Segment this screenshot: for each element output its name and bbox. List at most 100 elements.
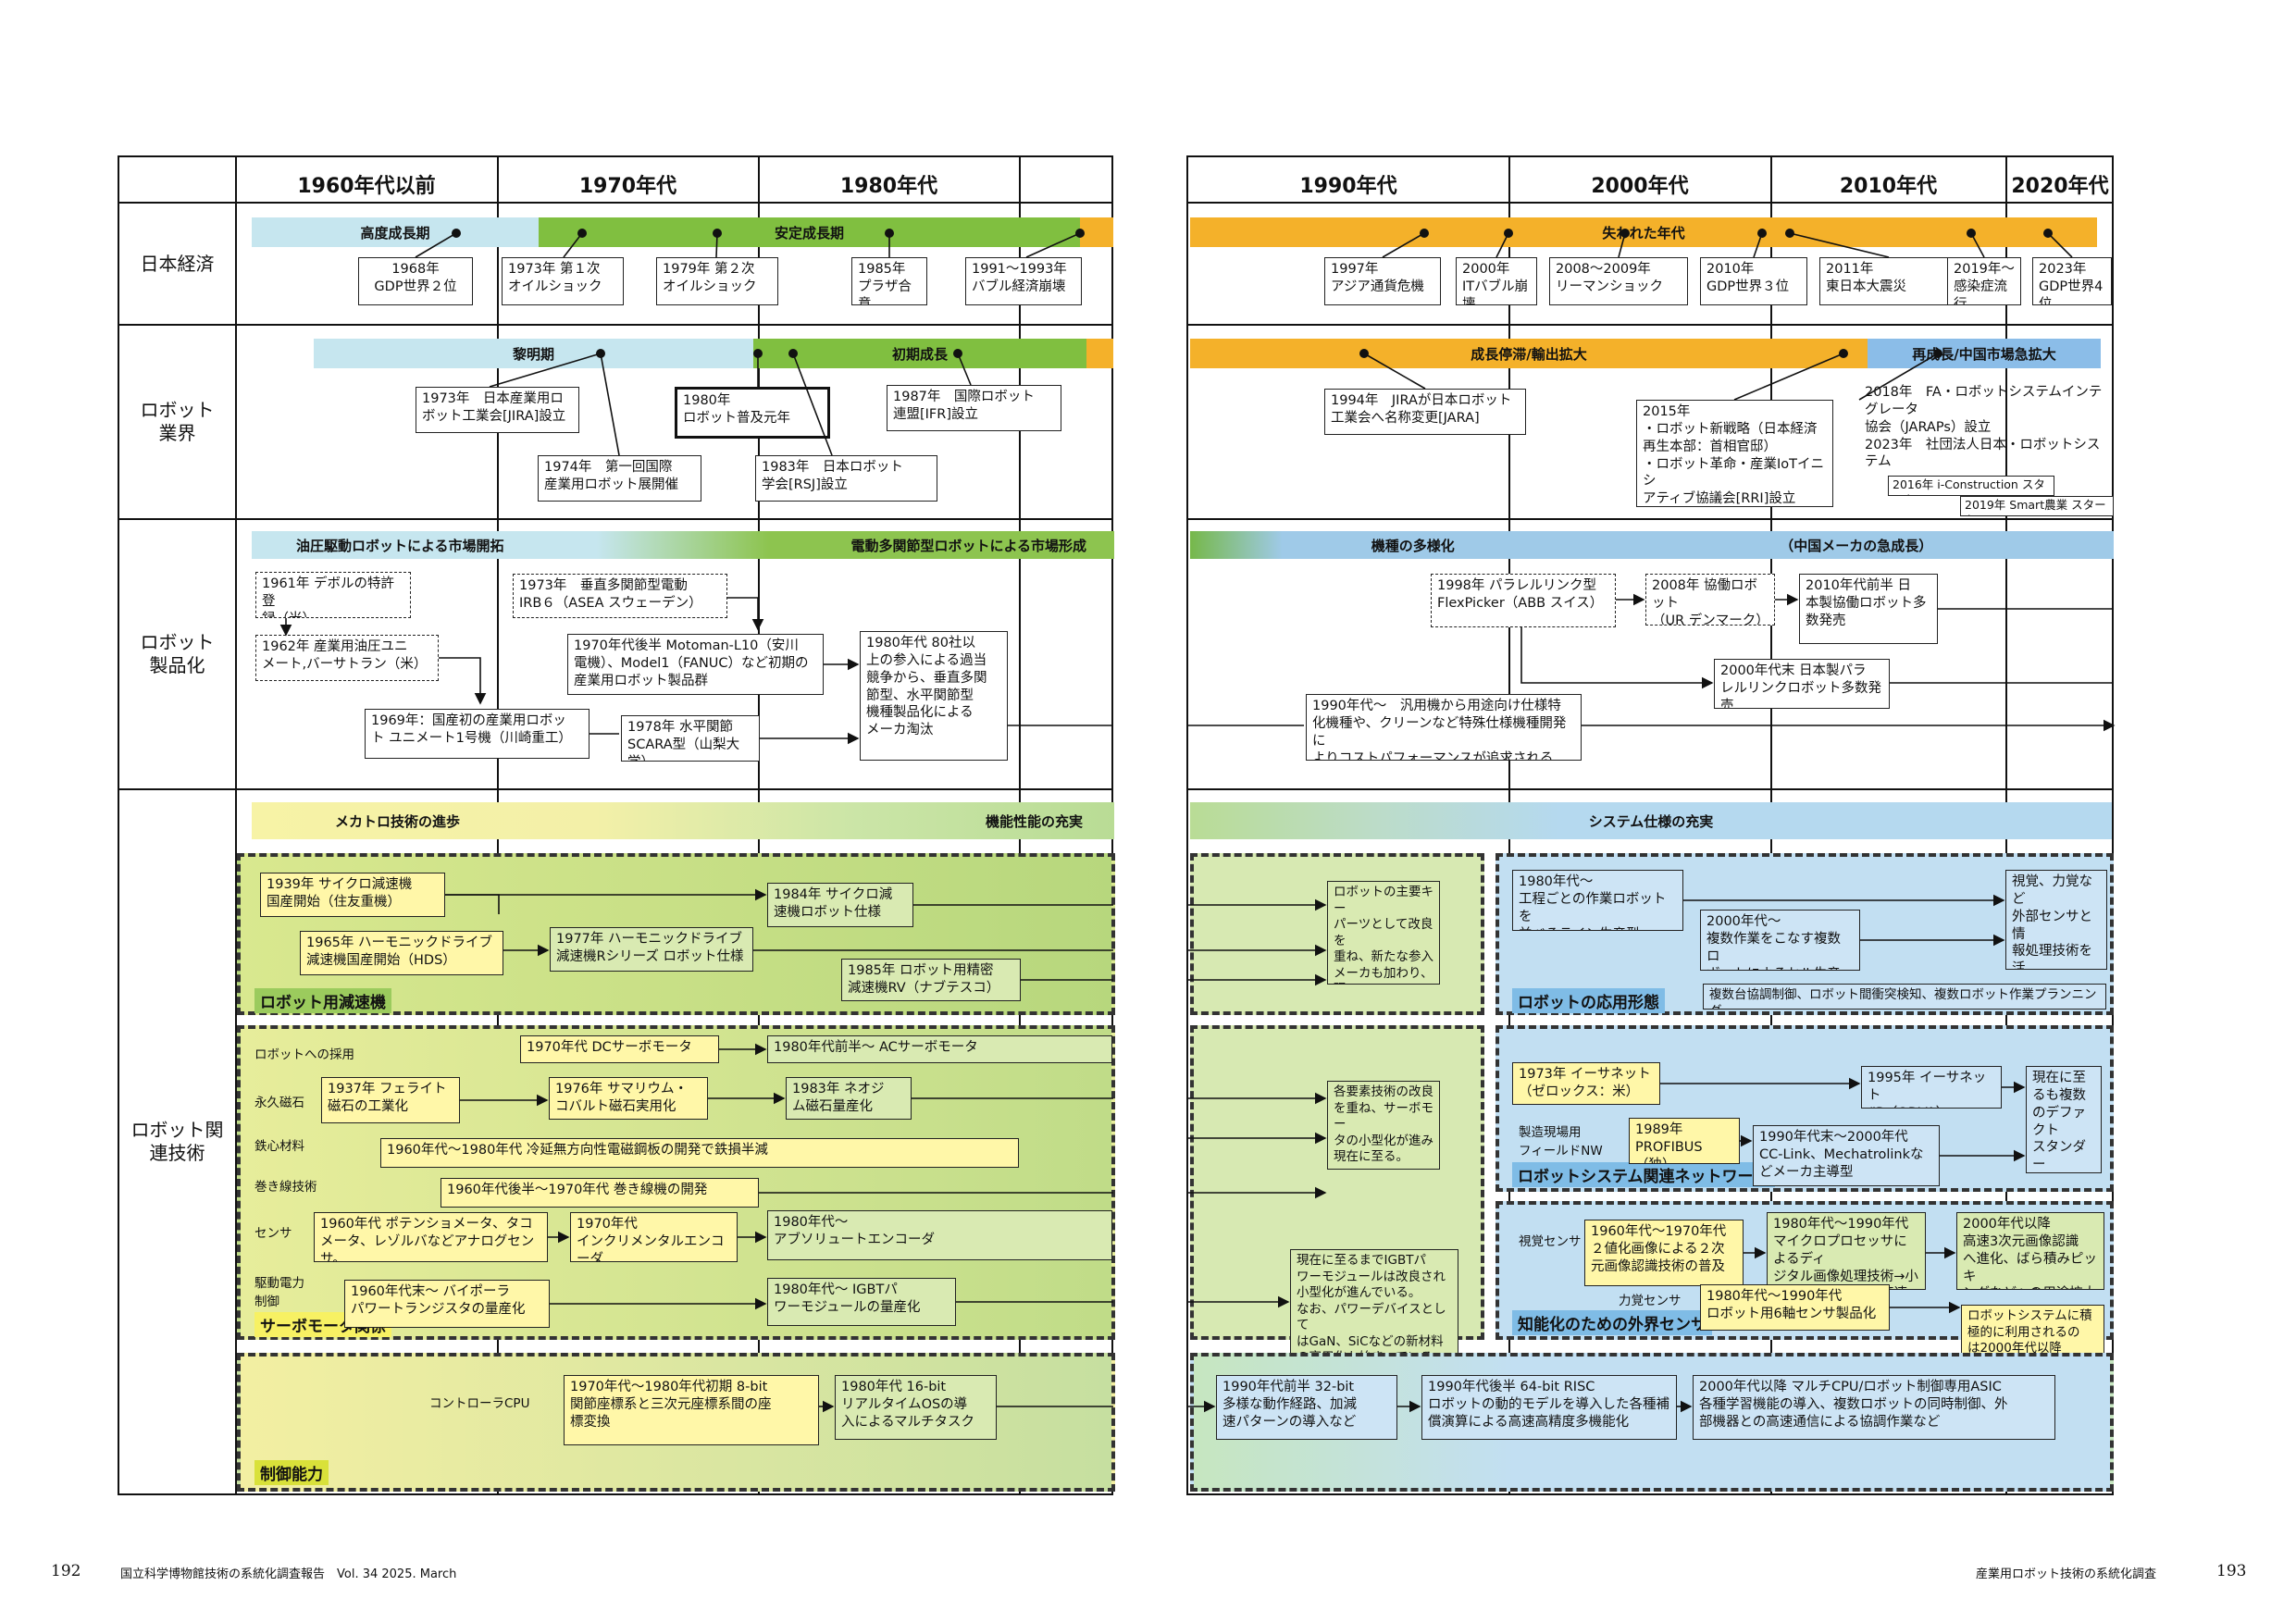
- network-box: 1973年 イーサネット （ゼロックス：米）: [1512, 1062, 1660, 1105]
- servo-box: 1970年代 インクリメンタルエンコーダ: [570, 1212, 738, 1262]
- sensor-box: 1960年代～1970年代 ２値化画像による２次 元画像認識技術の普及: [1584, 1220, 1744, 1286]
- application-box: 2000年代～ 複数作業をこなす複数ロ ボットによるセル生産型: [1700, 910, 1860, 971]
- header-1960s: 1960年代以前: [297, 175, 436, 198]
- reducer-box: 1977年 ハーモニックドライブ 減速機Rシリーズ ロボット仕様: [550, 927, 753, 972]
- right-page-frame: 1990年代 2000年代 2010年代 2020年代 失われた年代 1997年…: [1186, 155, 2116, 1495]
- grid-line: [119, 324, 1111, 326]
- section-title-application: ロボットの応用形態: [1512, 988, 1665, 1013]
- control-label: コントローラCPU: [429, 1396, 530, 1411]
- section-title-reducer: ロボット用減速機: [254, 988, 391, 1013]
- network-label: 製造現場用 フィールドNW: [1519, 1125, 1603, 1158]
- sensor-label: 力覚センサ: [1619, 1294, 1682, 1308]
- reducer-box: 1984年 サイクロ減 速機ロボット仕様: [767, 883, 913, 927]
- product-box: 1970年代後半 Motoman-L10（安川 電機）、Model1（FANUC…: [567, 634, 824, 695]
- period-bar-stagnation: [1086, 339, 1113, 368]
- bar-label: （中国メーカの急成長）: [1780, 537, 1933, 554]
- period-bar-regrowth: 再成長/中国市場急拡大: [1868, 339, 2101, 368]
- header-1980s: 1980年代: [839, 175, 938, 198]
- left-page-frame: 1960年代以前 1970年代 1980年代 日本経済 ロボット 業界 ロボット…: [118, 155, 1115, 1495]
- period-bar-dawn: 黎明期: [314, 339, 753, 368]
- period-bar-lost-decades: 失われた年代: [1190, 217, 2097, 247]
- product-box: 1973年 垂直多関節型電動 IRB６（ASEA スウェーデン）: [513, 574, 727, 618]
- servo-box: 1960年代末～ バイポーラ パワートランジスタの量産化: [344, 1280, 550, 1328]
- event-box: 2018年 FA・ロボットシステムインテグレータ 協会（JARAPs）設立 20…: [1865, 385, 2103, 468]
- event-box: 1973年 第１次 オイルショック: [502, 257, 624, 305]
- event-box: 2010年 GDP世界３位: [1700, 257, 1807, 305]
- event-box: 2000年 ITバブル崩壊: [1456, 257, 1537, 305]
- continuation-box: 各要素技術の改良 を重ね、サーボモー タの小型化が進み 現在に至る。: [1327, 1081, 1440, 1170]
- footer-right-text: 産業用ロボット技術の系統化調査: [1976, 1567, 2157, 1581]
- event-box: 1968年 GDP世界２位: [358, 257, 473, 305]
- servo-box: 1960年代 ポテンショメータ、タコ メータ、レゾルバなどアナログセンサ。: [314, 1212, 548, 1262]
- event-box: 1974年 第一回国際 産業用ロボット展開催: [538, 455, 701, 502]
- event-box: 2011年 東日本大震災: [1819, 257, 1958, 305]
- grid-line: [1188, 518, 2112, 520]
- servo-label: 駆動電力 制御: [254, 1276, 304, 1309]
- product-box: 1998年 パラレルリンク型 FlexPicker（ABB スイス）: [1431, 574, 1616, 627]
- continuation-box: ロボットの主要キー パーツとして改良を 重ね、新たな参入 メーカも加わり、現 在…: [1327, 881, 1440, 985]
- grid-line: [1188, 324, 2112, 326]
- event-box: 1979年 第２次 オイルショック: [656, 257, 778, 305]
- application-box: 複数台協調制御、ロボット間衝突検知、複数ロボット作業プランニング: [1703, 984, 2106, 1010]
- network-box: 1990年代末～2000年代 CC-Link、Mechatrolinkな どメー…: [1753, 1125, 1940, 1186]
- servo-label: 永久磁石: [254, 1096, 304, 1110]
- period-bar-stagnation-export: 成長停滞/輸出拡大: [1190, 339, 1868, 368]
- period-bar-high-growth: 高度成長期: [252, 217, 539, 247]
- control-box: 1980年代 16-bit リアルタイムOSの導 入によるマルチタスク: [835, 1375, 997, 1440]
- servo-box: 1937年 フェライト 磁石の工業化: [321, 1077, 460, 1123]
- section-title-control: 制御能力: [254, 1460, 329, 1485]
- bar-label: 機種の多様化: [1371, 537, 1455, 554]
- product-box: 1980年代 80社以 上の参入による過当 競争から、垂直多関 節型、水平関節型…: [860, 631, 1008, 761]
- period-bar-diversification: 機種の多様化 （中国メーカの急成長）: [1190, 531, 2114, 559]
- servo-box: 1970年代 DCサーボモータ: [520, 1035, 719, 1063]
- event-box: 2015年 ・ロボット新戦略（日本経済 再生本部：首相官邸） ・ロボット革命・産…: [1636, 400, 1833, 507]
- period-bar-products: 油圧駆動ロボットによる市場開拓 電動多関節型ロボットによる市場形成: [252, 531, 1114, 559]
- reducer-box: 1985年 ロボット用精密 減速機RV（ナブテスコ）: [841, 959, 1021, 1001]
- event-box: 2023年 GDP世界4位: [2032, 257, 2112, 305]
- period-bar-technology: メカトロ技術の進歩 機能性能の充実: [252, 802, 1114, 839]
- product-box: 1962年 産業用油圧ユニ メート,バーサトラン（米）: [255, 635, 439, 681]
- event-box: 1994年 JIRAが日本ロボット 工業会へ名称変更[JARA]: [1324, 389, 1526, 435]
- control-box: 1970年代～1980年代初期 8-bit 関節座標系と三次元座標系間の座 標変…: [564, 1375, 819, 1445]
- grid-line: [1188, 202, 2112, 204]
- sensor-box: 1980年代～1990年代 ロボット用6軸センサ製品化: [1700, 1284, 1890, 1331]
- page-number-right: 193: [2216, 1562, 2247, 1580]
- bar-label: 機能性能の充実: [985, 812, 1083, 830]
- row-label-economy: 日本経済: [140, 252, 215, 275]
- header-1970s: 1970年代: [578, 175, 677, 198]
- product-box: 2008年 協働ロボット （UR デンマーク）: [1645, 574, 1775, 626]
- grid-line: [119, 518, 1111, 520]
- network-box: 1995年 イーサネット /IP（ODVA）: [1861, 1066, 2002, 1109]
- period-bar-system-spec: システム仕様の充実: [1190, 802, 2112, 839]
- event-box-highlight: 1980年 ロボット普及元年: [675, 387, 830, 439]
- servo-label: センサ: [254, 1226, 292, 1241]
- servo-box: 1983年 ネオジ ム磁石量産化: [786, 1077, 912, 1120]
- page-number-left: 192: [51, 1562, 81, 1580]
- section-title-sensors: 知能化のための外界センサ: [1512, 1310, 1712, 1335]
- servo-box: 1960年代～1980年代 冷延無方向性電磁鋼板の開発で鉄損半減: [380, 1138, 1019, 1168]
- product-box: 2010年代前半 日 本製協働ロボット多 数発売: [1799, 574, 1938, 644]
- reducer-box: 1939年 サイクロ減速機 国産開始（住友重機）: [260, 873, 445, 917]
- event-box: 1997年 アジア通貨危機: [1324, 257, 1441, 305]
- application-box: 視覚、力覚など 外部センサと情 報処理技術を活 用したシステムの 知能化が進む: [2005, 870, 2107, 970]
- product-box: 1969年：国産初の産業用ロボッ ト ユニメート1号機（川崎重工）: [365, 709, 590, 759]
- control-box: 1990年代後半 64-bit RISC ロボットの動的モデルを導入した各種補 …: [1421, 1375, 1677, 1440]
- period-bar-bubble: [1080, 217, 1113, 247]
- event-tag: 2016年 i-Construction スタート: [1888, 476, 2054, 496]
- network-box: 1989年 PROFIBUS（独）: [1629, 1118, 1740, 1164]
- servo-label: ロボットへの採用: [254, 1047, 354, 1062]
- bar-label: 油圧駆動ロボットによる市場開拓: [296, 537, 504, 554]
- product-box: 1990年代～ 汎用機から用途向け仕様特 化機種や、クリーンなど特殊仕様機種開発…: [1306, 694, 1582, 761]
- sensor-box: 2000年代以降 高速3次元画像認識 へ進化、ばら積みピッキ ングなどへの用途拡…: [1956, 1212, 2104, 1290]
- header-2020s: 2020年代: [2011, 175, 2109, 198]
- sensor-label: 視覚センサ: [1519, 1234, 1582, 1249]
- header-2010s: 2010年代: [1839, 175, 1938, 198]
- servo-box: 1976年 サマリウム・ コバルト磁石実用化: [549, 1077, 708, 1120]
- row-label-technology: ロボット関 連技術: [130, 1119, 224, 1164]
- product-box: 1978年 水平関節 SCARA型（山梨大学）: [621, 715, 760, 762]
- product-box: 2000年代末 日本製パラ レルリンクロボット多数発売: [1714, 659, 1890, 709]
- servo-box: 1980年代～ IGBTパ ワーモジュールの量産化: [767, 1278, 956, 1326]
- event-box: 1983年 日本ロボット 学会[RSJ]設立: [755, 455, 937, 502]
- control-box: 1990年代前半 32-bit 多様な動作経路、加減 速パターンの導入など: [1216, 1375, 1397, 1440]
- servo-label: 巻き線技術: [254, 1180, 317, 1195]
